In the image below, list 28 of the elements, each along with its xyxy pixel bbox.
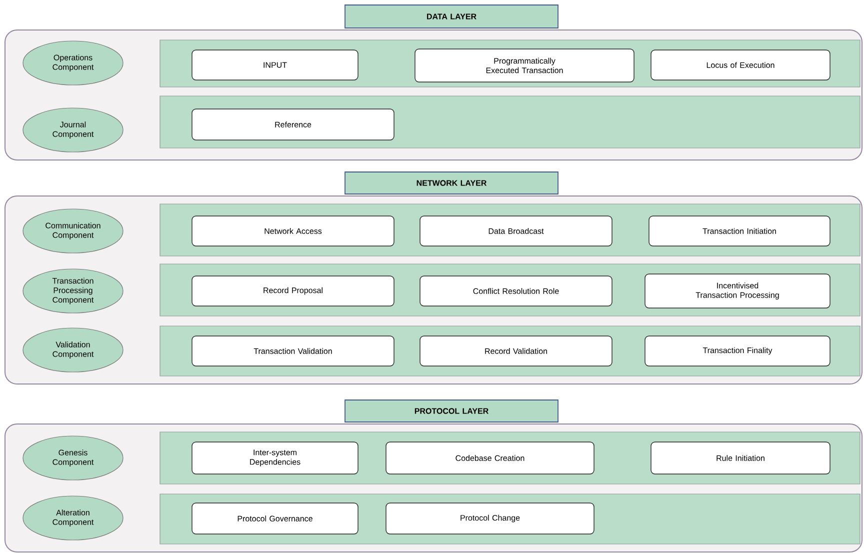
element-box: Transaction Finality <box>644 336 830 366</box>
element-box: Transaction Initiation <box>648 216 830 246</box>
layer-tab: PROTOCOL LAYER <box>344 400 558 422</box>
component-oval: Alteration Component <box>22 496 124 540</box>
layer-tab: NETWORK LAYER <box>344 172 558 194</box>
element-box: Protocol Governance <box>192 502 358 534</box>
element-box: Incentivised Transaction Processing <box>644 274 830 308</box>
element-box: INPUT <box>192 50 358 80</box>
element-box: Conflict Resolution Role <box>420 276 612 306</box>
component-oval: Communication Component <box>22 208 124 254</box>
component-oval: Journal Component <box>22 108 124 152</box>
component-oval: Transaction Processing Component <box>22 268 124 314</box>
component-oval: Operations Component <box>22 40 124 86</box>
element-box: Rule Initiation <box>650 442 830 474</box>
element-box: Network Access <box>192 216 394 246</box>
element-box: Reference <box>192 108 394 140</box>
component-oval: Validation Component <box>22 328 124 372</box>
element-box: Record Proposal <box>192 276 394 306</box>
element-box: Protocol Change <box>386 502 594 534</box>
element-box: Inter-system Dependencies <box>192 442 358 474</box>
element-box: Locus of Execution <box>650 50 830 80</box>
element-box: Record Validation <box>420 336 612 366</box>
layer-tab: DATA LAYER <box>344 4 558 28</box>
element-box: Data Broadcast <box>420 216 612 246</box>
element-box: Programmatically Executed Transaction <box>414 48 634 82</box>
element-box: Codebase Creation <box>386 442 594 474</box>
element-box: Transaction Validation <box>192 336 394 366</box>
component-oval: Genesis Component <box>22 436 124 480</box>
